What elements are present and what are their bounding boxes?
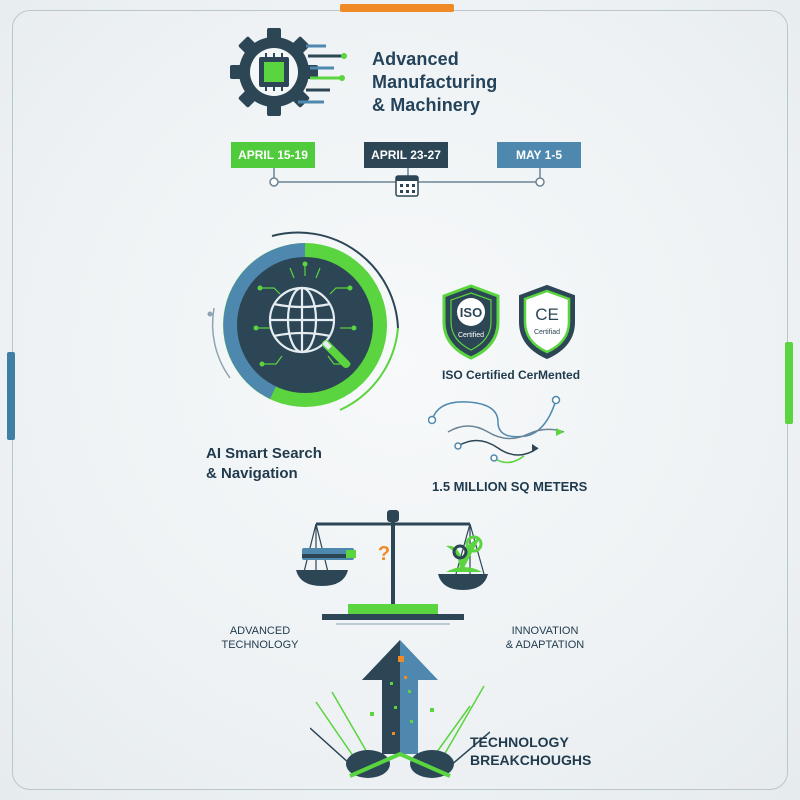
inn-line-1: INNOVATION bbox=[511, 625, 579, 637]
globe-search-icon bbox=[207, 231, 399, 411]
breakthrough-line-1: TECHNOLOGY bbox=[470, 734, 569, 750]
left-accent-bar bbox=[7, 352, 15, 440]
rising-arrow-icon bbox=[310, 640, 490, 778]
adv-line-2: TECHNOLOGY bbox=[221, 639, 299, 651]
title-line-2: Manufacturing bbox=[372, 72, 498, 92]
ai-search-line-2: & Navigation bbox=[206, 465, 298, 482]
title-line-3: & Machinery bbox=[372, 95, 481, 115]
title-line-1: Advanced bbox=[372, 49, 459, 69]
balance-scale-icon: ? bbox=[296, 510, 488, 625]
ce-badge-subtitle: Certifiad bbox=[534, 329, 560, 336]
gear-chip-icon bbox=[230, 28, 347, 116]
certification-label: ISO Certified CerMented bbox=[442, 368, 581, 382]
timeline-connector bbox=[269, 168, 545, 197]
top-accent-bar bbox=[340, 4, 454, 12]
ai-search-line-1: AI Smart Search bbox=[206, 445, 322, 462]
ce-badge-title: CE bbox=[535, 305, 559, 324]
calendar-icon bbox=[395, 175, 419, 197]
innovation-label: INNOVATION & ADAPTATION bbox=[500, 624, 590, 652]
inn-line-2: & ADAPTATION bbox=[505, 639, 585, 651]
date-may-1-5[interactable]: MAY 1-5 bbox=[497, 142, 581, 168]
breakthrough-label: TECHNOLOGY BREAKCHOUGHS bbox=[470, 733, 591, 769]
right-accent-bar bbox=[785, 342, 793, 424]
date-april-15-19[interactable]: APRIL 15-19 bbox=[231, 142, 315, 168]
advanced-technology-label: ADVANCED TECHNOLOGY bbox=[218, 624, 302, 652]
iso-badge-subtitle: Certified bbox=[458, 332, 484, 339]
date-april-23-27[interactable]: APRIL 23-27 bbox=[364, 142, 448, 168]
ai-search-label: AI Smart Search & Navigation bbox=[206, 444, 322, 484]
adv-line-1: ADVANCED bbox=[229, 625, 291, 637]
iso-badge-title: ISO bbox=[460, 305, 482, 320]
iso-shield-icon: ISO Certified bbox=[442, 284, 500, 360]
flow-paths-icon bbox=[428, 395, 565, 464]
breakthrough-line-2: BREAKCHOUGHS bbox=[470, 752, 592, 768]
area-label: 1.5 MILLION SQ METERS bbox=[432, 479, 588, 494]
question-mark: ? bbox=[378, 543, 390, 565]
page-title: Advanced Manufacturing & Machinery bbox=[372, 48, 497, 117]
ce-shield-icon: CE Certifiad bbox=[519, 284, 575, 360]
